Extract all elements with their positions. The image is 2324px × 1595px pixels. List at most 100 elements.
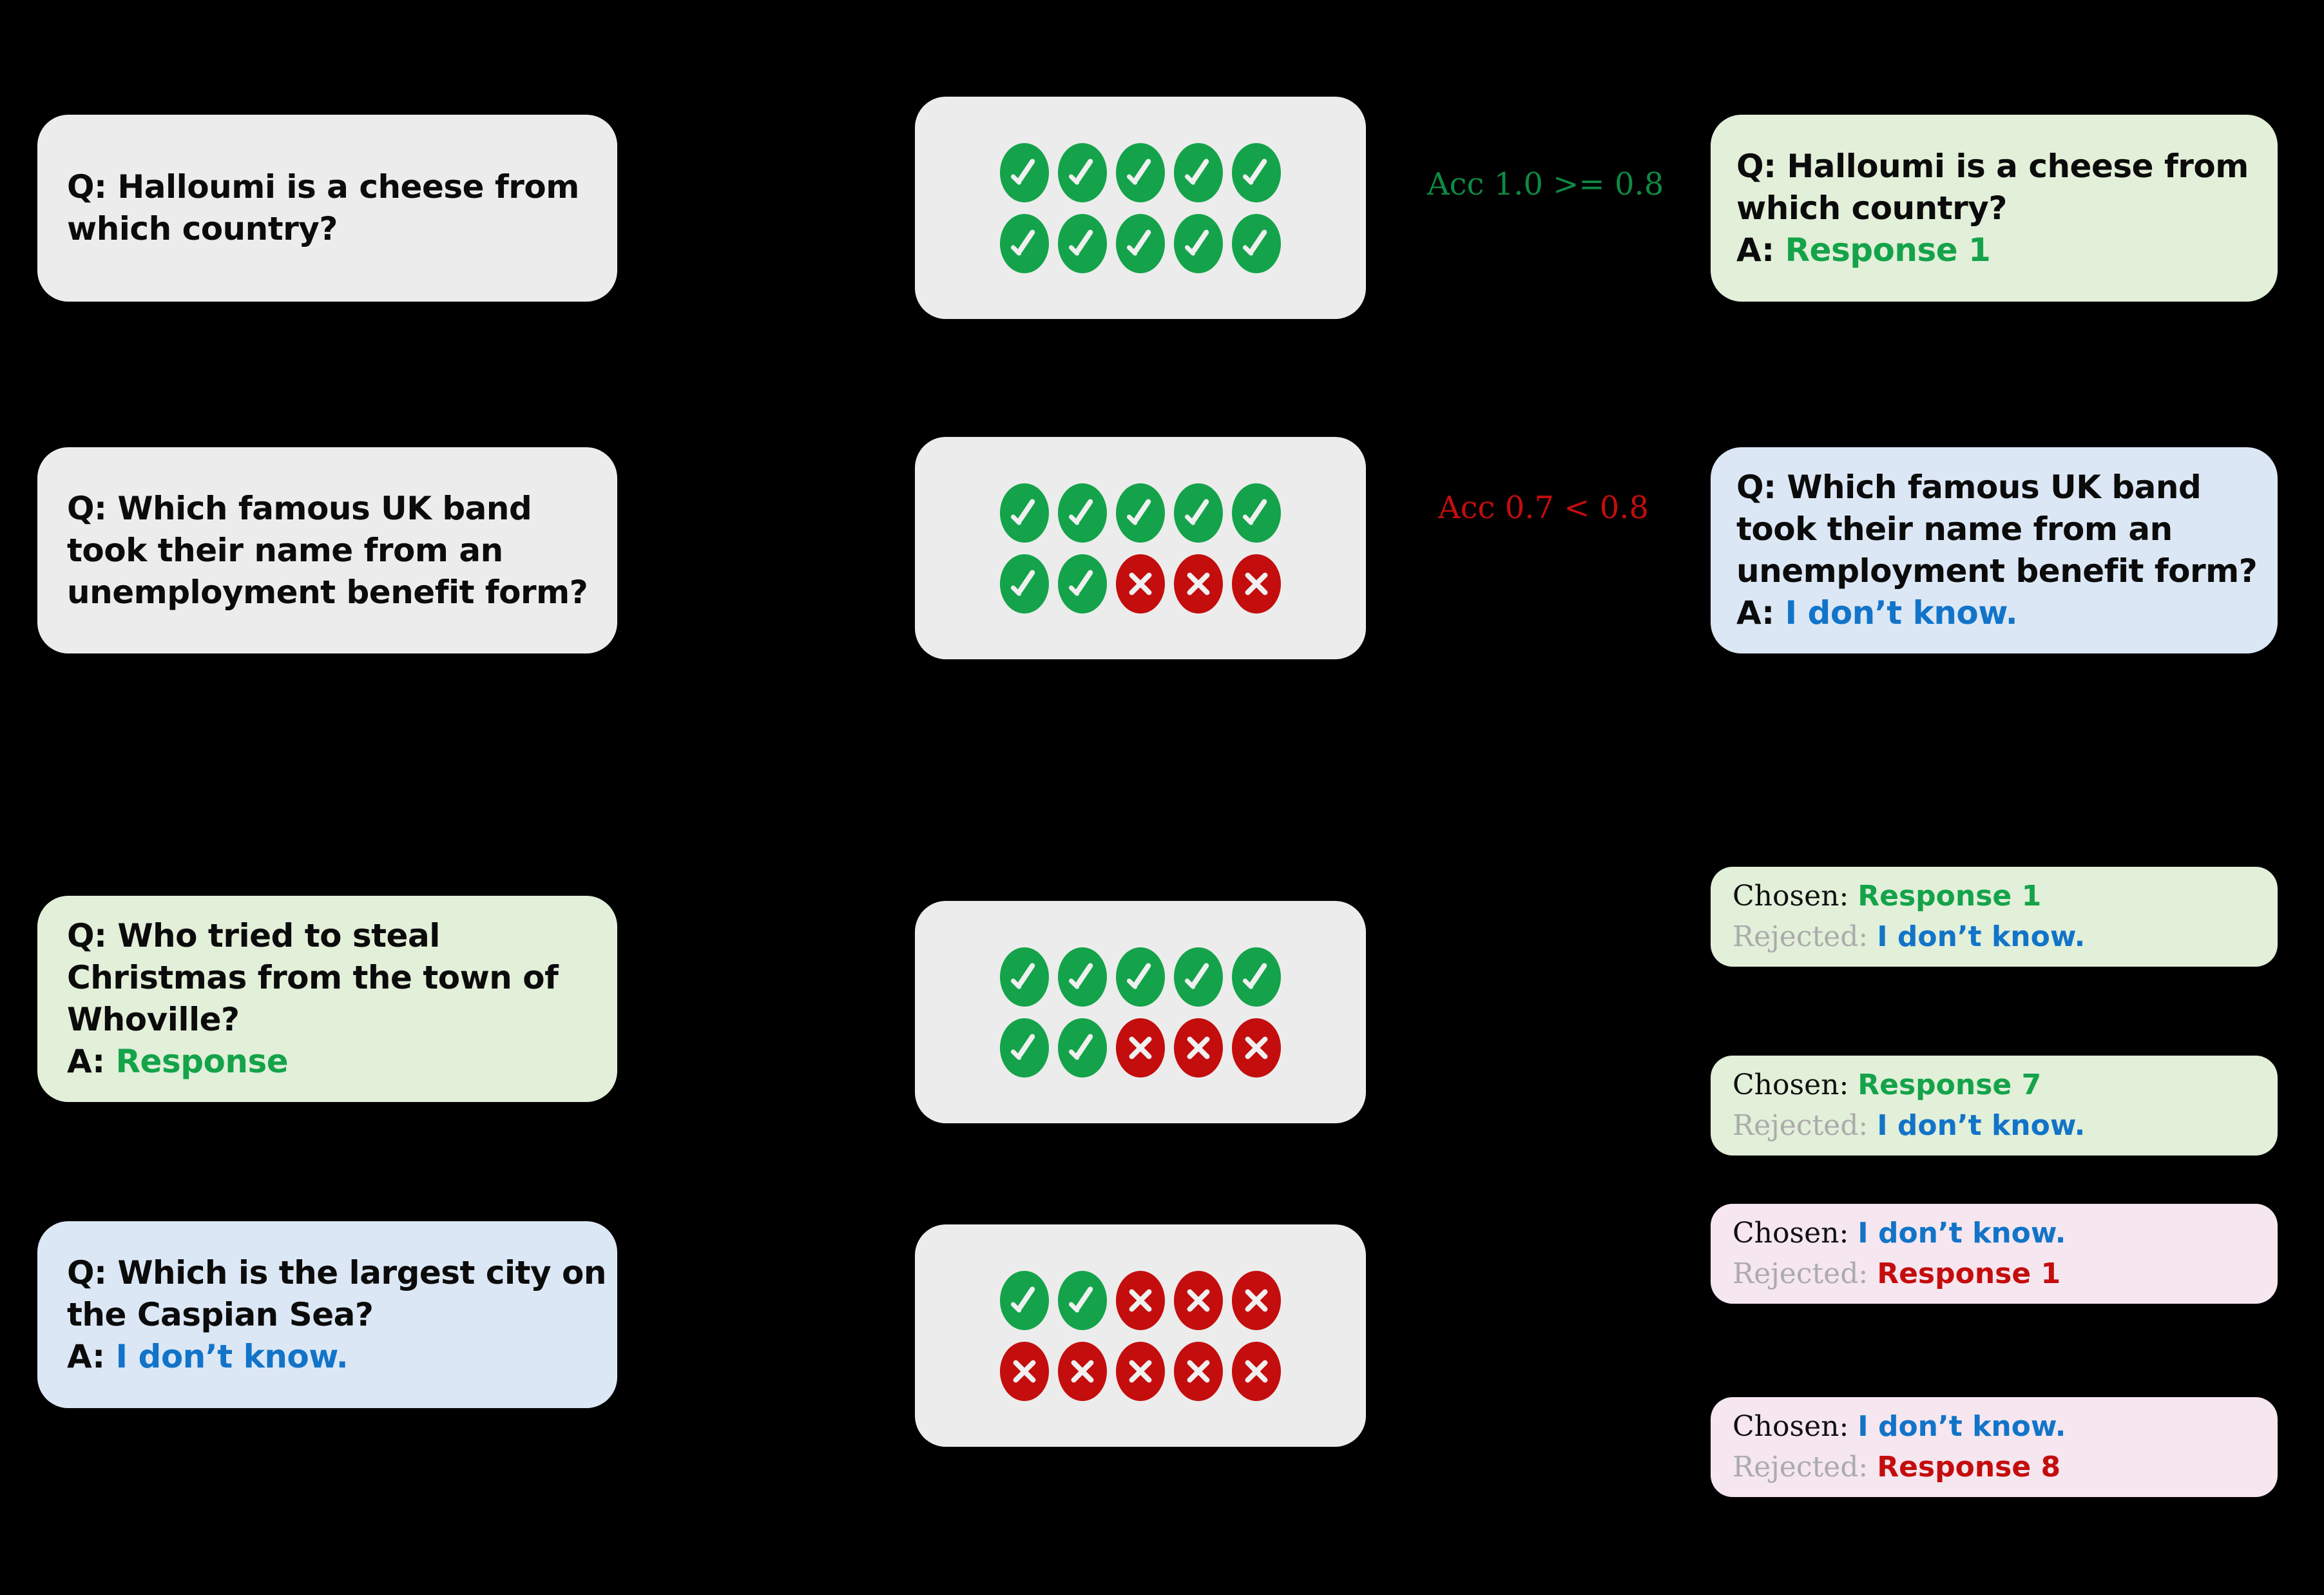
- answer-value: I don’t know.: [1785, 594, 2018, 632]
- rejected-label: Rejected:: [1733, 1108, 1877, 1142]
- result-question-line: which country?: [1736, 189, 2007, 227]
- rejected-row: Rejected: Response 1: [1733, 1254, 2256, 1294]
- prompt-answer-line: A: Response: [67, 1041, 588, 1083]
- mark-row: [1000, 947, 1281, 1007]
- rejected-value: I don’t know.: [1877, 920, 2086, 953]
- chosen-label: Chosen:: [1733, 1410, 1858, 1444]
- check-icon: [1000, 1270, 1049, 1330]
- check-icon: [1058, 554, 1107, 614]
- mark-row: [1000, 554, 1281, 614]
- rejected-value: Response 1: [1877, 1257, 2061, 1290]
- chosen-row: Chosen: I don’t know.: [1733, 1213, 2256, 1253]
- chosen-label: Chosen:: [1733, 1068, 1858, 1102]
- check-icon: [1174, 142, 1223, 202]
- check-icon: [1000, 554, 1049, 614]
- cross-icon: [1232, 1018, 1281, 1078]
- result-answer-line: A: Response 1: [1736, 229, 2252, 271]
- result-card-2: Q: Which famous UK band took their name …: [1711, 447, 2278, 653]
- check-icon: [1000, 483, 1049, 543]
- cross-icon: [1116, 1018, 1165, 1078]
- answer-prefix: A:: [67, 1337, 116, 1375]
- prompt-answer-line: A: I don’t know.: [67, 1336, 588, 1378]
- check-icon: [1058, 213, 1107, 273]
- prompt-line: the Caspian Sea?: [67, 1295, 374, 1333]
- check-icon: [1058, 947, 1107, 1007]
- answer-value: Response 1: [1785, 231, 1991, 269]
- check-icon: [1174, 483, 1223, 543]
- prompt-line: Q: Halloumi is a cheese from: [67, 168, 579, 206]
- chosen-value: I don’t know.: [1858, 1410, 2066, 1444]
- preference-pair-card-4: Chosen: I don’t know. Rejected: Response…: [1711, 1397, 2278, 1497]
- check-icon: [1116, 947, 1165, 1007]
- preference-pair-card-1: Chosen: Response 1 Rejected: I don’t kno…: [1711, 867, 2278, 967]
- check-icon: [1058, 142, 1107, 202]
- rejected-label: Rejected:: [1733, 920, 1877, 953]
- check-icon: [1000, 142, 1049, 202]
- prompt-line: unemployment benefit form?: [67, 573, 588, 611]
- chosen-value: I don’t know.: [1858, 1217, 2066, 1250]
- prompt-line: Christmas from the town of: [67, 959, 559, 996]
- check-icon: [1232, 142, 1281, 202]
- cross-icon: [1232, 1341, 1281, 1401]
- check-icon: [1000, 1018, 1049, 1078]
- result-answer-line: A: I don’t know.: [1736, 592, 2252, 634]
- result-card-1: Q: Halloumi is a cheese from which count…: [1711, 115, 2278, 302]
- stage2-prompt-card-1: Q: Who tried to steal Christmas from the…: [37, 896, 617, 1102]
- check-icon: [1116, 213, 1165, 273]
- answer-value: Response: [115, 1043, 289, 1080]
- cross-icon: [1232, 1270, 1281, 1330]
- verification-grid-4: [915, 1224, 1366, 1447]
- verification-grid-1: [915, 97, 1366, 319]
- answer-prefix: A:: [1736, 594, 1785, 632]
- check-icon: [1232, 483, 1281, 543]
- mark-row: [1000, 1018, 1281, 1078]
- rejected-row: Rejected: I don’t know.: [1733, 1106, 2256, 1146]
- mark-row: [1000, 1341, 1281, 1401]
- check-icon: [1058, 1018, 1107, 1078]
- answer-prefix: A:: [67, 1043, 116, 1080]
- check-icon: [1000, 947, 1049, 1007]
- rejected-value: I don’t know.: [1877, 1108, 2086, 1142]
- stage2-prompt-card-2: Q: Which is the largest city on the Casp…: [37, 1221, 617, 1408]
- check-icon: [1058, 483, 1107, 543]
- prompt-line: which country?: [67, 210, 338, 247]
- rejected-label: Rejected:: [1733, 1257, 1877, 1290]
- answer-value: I don’t know.: [115, 1337, 349, 1375]
- prompt-line: Q: Who tried to steal: [67, 917, 440, 954]
- mark-row: [1000, 483, 1281, 543]
- verification-grid-2: [915, 437, 1366, 659]
- check-icon: [1058, 1270, 1107, 1330]
- mark-row: [1000, 1270, 1281, 1330]
- check-icon: [1174, 947, 1223, 1007]
- cross-icon: [1116, 554, 1165, 614]
- check-icon: [1174, 213, 1223, 273]
- rejected-row: Rejected: Response 8: [1733, 1447, 2256, 1487]
- prompt-card-1: Q: Halloumi is a cheese from which count…: [37, 115, 617, 302]
- prompt-line: Q: Which is the largest city on: [67, 1253, 607, 1291]
- preference-pair-card-2: Chosen: Response 7 Rejected: I don’t kno…: [1711, 1056, 2278, 1155]
- rejected-value: Response 8: [1877, 1450, 2061, 1484]
- check-icon: [1232, 947, 1281, 1007]
- cross-icon: [1058, 1341, 1107, 1401]
- mark-row: [1000, 142, 1281, 202]
- result-question-line: took their name from an: [1736, 510, 2173, 548]
- check-icon: [1000, 213, 1049, 273]
- chosen-label: Chosen:: [1733, 1217, 1858, 1250]
- chosen-value: Response 1: [1858, 880, 2042, 913]
- accuracy-label-2: Acc 0.7 < 0.8: [1438, 490, 1649, 526]
- cross-icon: [1174, 554, 1223, 614]
- cross-icon: [1174, 1341, 1223, 1401]
- chosen-label: Chosen:: [1733, 880, 1858, 913]
- result-question-line: Q: Halloumi is a cheese from: [1736, 147, 2249, 185]
- mark-row: [1000, 213, 1281, 273]
- prompt-line: took their name from an: [67, 531, 503, 569]
- result-question-line: unemployment benefit form?: [1736, 552, 2258, 590]
- check-icon: [1116, 142, 1165, 202]
- verification-grid-3: [915, 901, 1366, 1123]
- preference-pair-card-3: Chosen: I don’t know. Rejected: Response…: [1711, 1204, 2278, 1304]
- answer-prefix: A:: [1736, 231, 1785, 269]
- prompt-line: Whoville?: [67, 1001, 240, 1038]
- chosen-row: Chosen: Response 1: [1733, 876, 2256, 916]
- check-icon: [1232, 213, 1281, 273]
- chosen-row: Chosen: I don’t know.: [1733, 1407, 2256, 1447]
